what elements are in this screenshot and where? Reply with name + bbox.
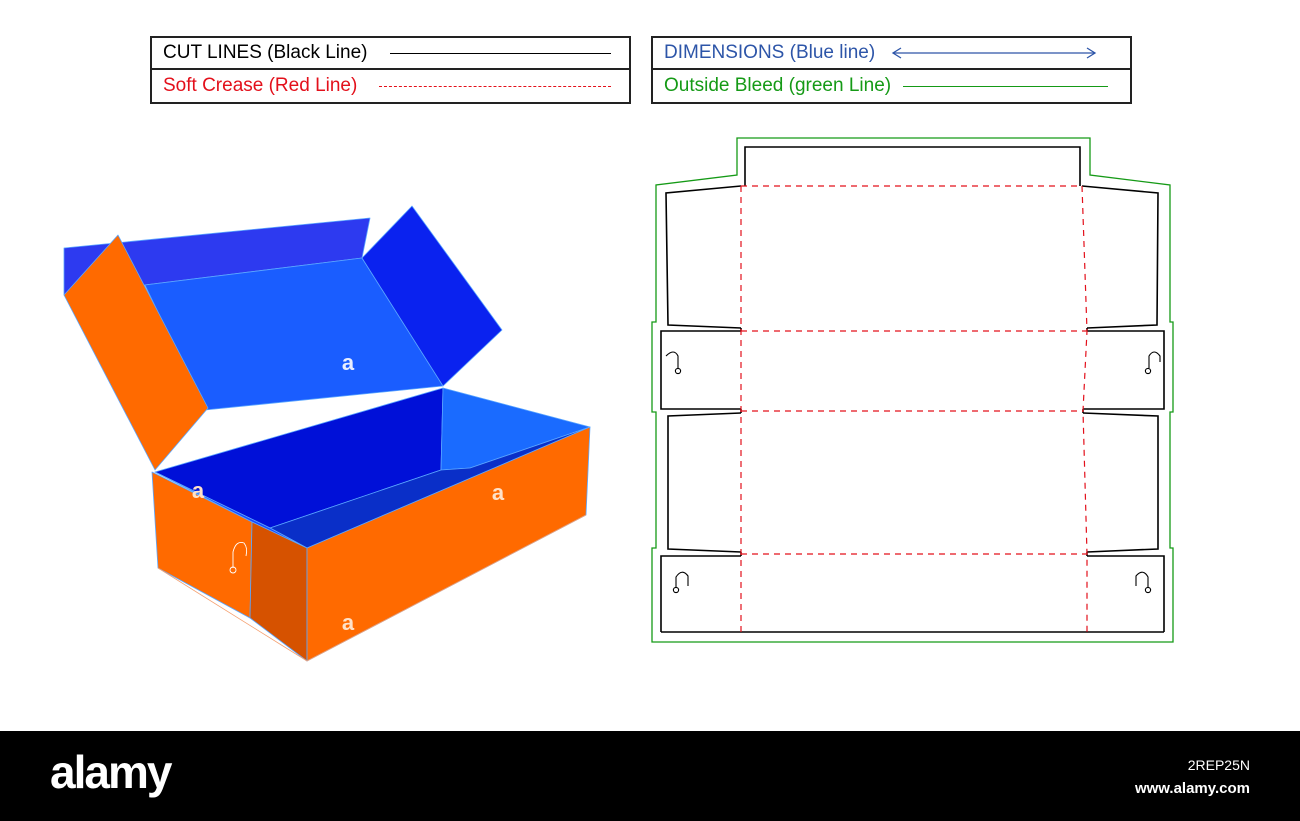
box-lock-hole-icon [229,566,237,574]
left-dust-flap-upper [665,185,742,329]
dimension-arrow-icon [891,47,1097,59]
hook-icon [675,571,689,587]
right-lock-tab-upper [1083,330,1165,410]
diagram-canvas: a a a a [63,137,1174,662]
lid-left-flap [63,234,209,471]
alamy-logo: alamy [50,746,172,798]
bleed-outline [651,137,1174,643]
cut-lines [660,146,1165,633]
face-mark: a [192,478,205,503]
footer-url: www.alamy.com [1134,780,1250,797]
hook-icon [665,351,679,368]
legend-soft-crease: Soft Crease (Red Line) [152,70,629,102]
left-lock-tab-lower [660,555,741,632]
right-lock-tab-lower [1087,555,1165,632]
crease-right-vertical [1081,185,1088,632]
hook-icon [1148,351,1161,368]
legend-dimensions-label: DIMENSIONS (Blue line) [664,42,876,63]
right-dust-flap-lower [1082,412,1159,553]
legend-outside-bleed: Outside Bleed (green Line) [653,70,1130,102]
legend-cut-sample [389,52,611,54]
face-mark: a [492,480,505,505]
hook-hole-icon [672,586,680,594]
face-mark: a [342,610,355,635]
footer-bar: alamy 2REP25N www.alamy.com [0,731,1300,821]
legend-bleed-sample [903,85,1108,87]
crease-lines [740,185,1088,632]
lock-hooks [665,351,1161,594]
legend-crease-label: Soft Crease (Red Line) [163,75,358,96]
legend-right: DIMENSIONS (Blue line) Outside Bleed (gr… [651,36,1132,104]
dieline [651,137,1174,643]
hook-hole-icon [1144,367,1152,375]
top-tuck-flap [744,146,1081,186]
box-lock-hook-icon [232,541,248,568]
box-bottom-edge [157,514,587,662]
left-dust-flap-lower [667,412,742,553]
hook-hole-icon [1144,586,1152,594]
left-lock-tab-upper [660,330,741,410]
legend-dimensions: DIMENSIONS (Blue line) [653,38,1130,70]
box-illustration [63,205,591,662]
face-mark: a [342,350,355,375]
legend-left: CUT LINES (Black Line) Soft Crease (Red … [150,36,631,104]
legend-bleed-label: Outside Bleed (green Line) [664,75,892,96]
hook-icon [1135,571,1149,587]
legend-cut-label: CUT LINES (Black Line) [163,42,368,63]
legend-crease-sample [379,85,611,87]
hook-hole-icon [674,367,682,375]
lid-right-flap [361,205,503,387]
footer-info: 2REP25N www.alamy.com [1135,753,1250,801]
image-id: 2REP25N [1187,757,1250,773]
right-dust-flap-upper [1081,185,1159,329]
legend-cut-lines: CUT LINES (Black Line) [152,38,629,70]
